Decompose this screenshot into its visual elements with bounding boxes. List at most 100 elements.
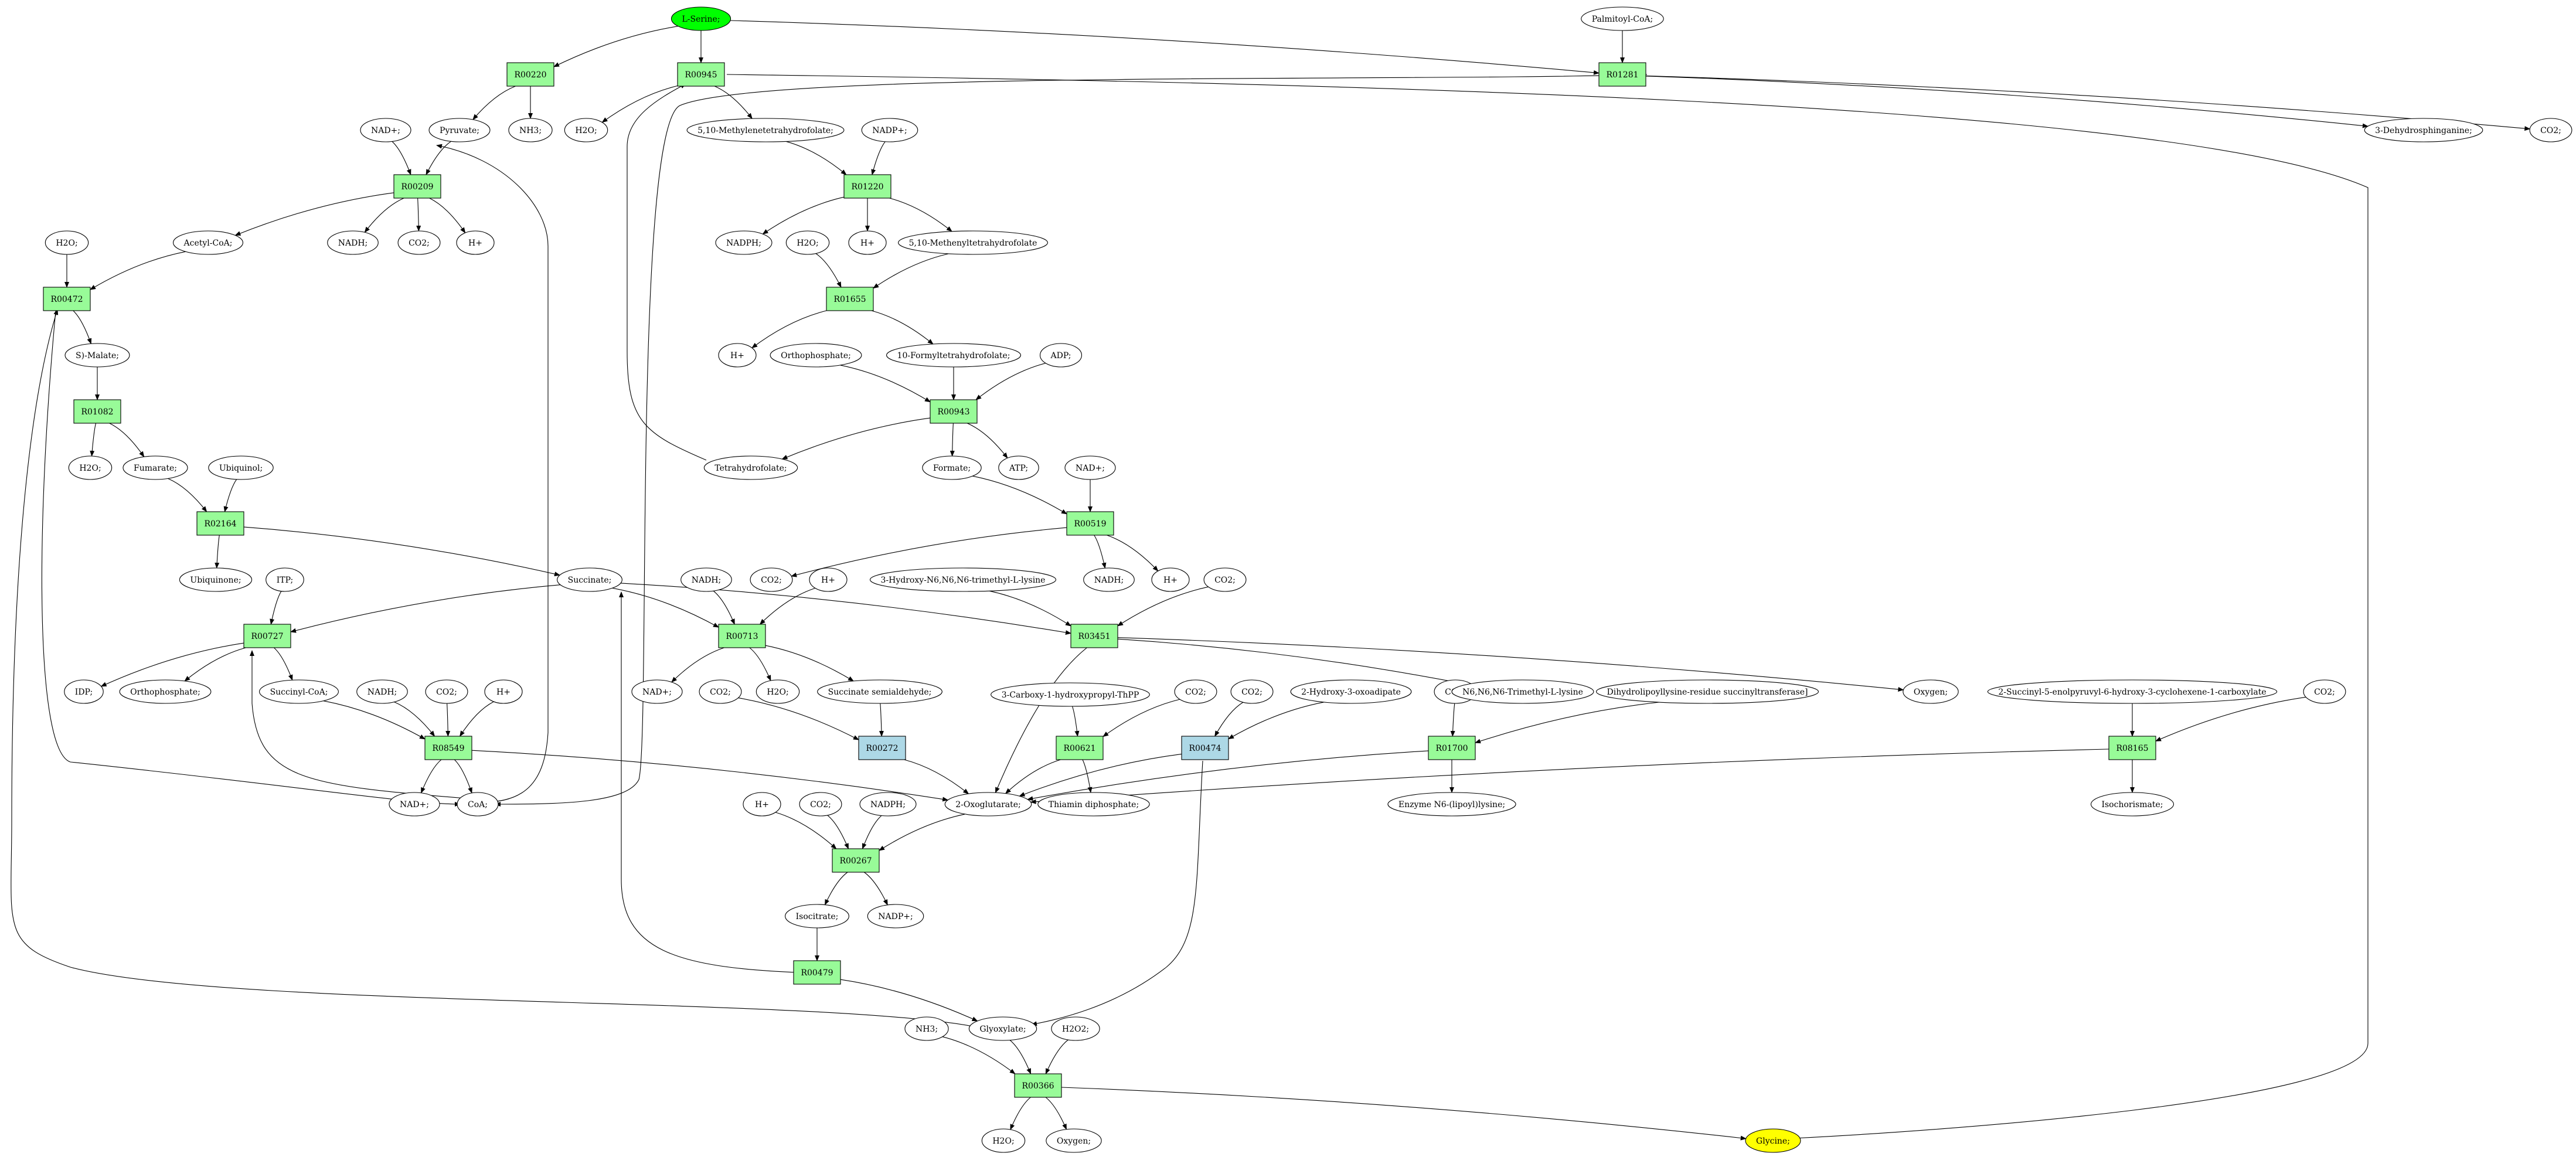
metabolite-ellipse xyxy=(179,567,253,592)
reaction-box xyxy=(243,624,291,648)
node-label: 3-Hydroxy-N6,N6,N6-trimethyl-L-lysine xyxy=(881,576,1046,585)
reaction-box xyxy=(843,174,891,199)
edge-nadph_2-to-r00267 xyxy=(862,815,882,849)
node-label: 3-Carboxy-1-hydroxypropyl-ThPP xyxy=(1002,690,1139,700)
node-co2_1: CO2; xyxy=(397,230,441,255)
node-label: R00519 xyxy=(1074,519,1106,529)
edge-glyoxylate-to-r00472 xyxy=(11,309,976,1028)
node-isochorismate: Isochorismate; xyxy=(2090,792,2175,817)
reaction-box xyxy=(793,960,841,985)
node-label: NH3; xyxy=(519,126,542,135)
edge-r00267-to-nadpplus_2 xyxy=(863,872,888,906)
edge-r00474-to-oxoglutarate xyxy=(1019,753,1182,797)
node-nadh_4: NADH; xyxy=(356,679,408,704)
node-glycine: Glycine; xyxy=(1745,1128,1801,1153)
metabolite-ellipse xyxy=(1174,679,1217,704)
node-hydroxyoxoadipate: 2-Hydroxy-3-oxoadipate xyxy=(1290,679,1412,704)
node-formyltetrahydrofolate: 10-Formyltetrahydrofolate; xyxy=(886,343,1022,368)
metabolite-ellipse xyxy=(1046,1128,1102,1153)
node-nadplus_1: NAD+; xyxy=(360,118,411,142)
metabolite-ellipse xyxy=(904,1016,949,1041)
metabolite-ellipse xyxy=(981,1128,1026,1153)
node-nadplus_3: NAD+; xyxy=(631,679,683,704)
metabolite-ellipse xyxy=(922,455,982,480)
node-label: R00474 xyxy=(1189,744,1221,753)
node-succinate: Succinate; xyxy=(557,567,622,592)
node-nh3_2: NH3; xyxy=(904,1016,949,1041)
reaction-box xyxy=(826,287,874,311)
node-nadplus_2: NAD+; xyxy=(1064,455,1116,480)
node-label: CO2; xyxy=(710,688,731,697)
node-co2_3: CO2; xyxy=(1203,567,1247,592)
metabolite-ellipse xyxy=(259,679,339,704)
metabolite-ellipse xyxy=(1064,455,1116,480)
edge-r00945-to-methylenetetrahydrofolate xyxy=(714,86,753,120)
node-r00366: R00366 xyxy=(1014,1073,1062,1098)
edge-r03451-to-oxygen_1 xyxy=(1117,637,1904,692)
node-r01082: R01082 xyxy=(73,399,121,424)
node-co2_5: CO2; xyxy=(1174,679,1217,704)
node-nadh_1: NADH; xyxy=(327,230,379,255)
edge-nadplus_1-to-r00209 xyxy=(392,141,411,175)
edge-acetylcoa-to-r00472 xyxy=(90,251,186,290)
node-r00519: R00519 xyxy=(1066,511,1114,536)
metabolite-ellipse xyxy=(770,343,862,368)
edge-r01700-to-oxoglutarate xyxy=(1027,750,1429,801)
node-label: CO2; xyxy=(761,576,782,585)
edge-r00366-to-glycine xyxy=(1061,1087,1747,1141)
metabolite-ellipse xyxy=(785,904,849,928)
node-label: 2-Succinyl-5-enolpyruvyl-6-hydroxy-3-cyc… xyxy=(1998,688,2266,697)
edge-co2_3-to-r03451 xyxy=(1117,586,1209,627)
edge-r01281-to-co2_top xyxy=(1645,75,2531,131)
node-label: ATP; xyxy=(1009,464,1028,473)
node-label: NADP+; xyxy=(872,126,907,135)
edge-r00479-to-succinate xyxy=(619,591,798,973)
metabolite-ellipse xyxy=(631,679,683,704)
node-r00209: R00209 xyxy=(393,174,441,199)
node-label: H+ xyxy=(860,239,874,248)
metabolite-ellipse xyxy=(998,455,1039,480)
reaction-box xyxy=(424,736,472,760)
edge-r00713-to-succinatesemialdehyde xyxy=(765,645,854,682)
node-label: Ubiquinone; xyxy=(190,576,241,585)
node-label: Oxygen; xyxy=(1914,688,1948,697)
edge-succinate-to-r03451 xyxy=(620,583,1071,635)
node-label: R02164 xyxy=(204,519,236,529)
edge-r00209-to-hplus_1 xyxy=(429,198,466,234)
node-label: Orthophosphate; xyxy=(130,688,200,697)
reaction-box xyxy=(832,848,880,873)
node-dihydrolipoyllysine: Dihydrolipoyllysine-residue succinyltran… xyxy=(1595,679,1819,704)
metabolite-ellipse xyxy=(944,792,1032,817)
node-label: R00943 xyxy=(937,407,969,417)
metabolite-ellipse xyxy=(428,118,491,142)
reaction-box xyxy=(1070,624,1118,648)
node-label: CO2; xyxy=(1241,688,1263,697)
metabolite-ellipse xyxy=(172,230,244,255)
node-label: R00209 xyxy=(401,182,433,192)
metabolite-ellipse xyxy=(266,567,304,592)
metabolite-ellipse xyxy=(809,567,848,592)
node-nadpplus_1: NADP+; xyxy=(861,118,918,142)
reaction-box xyxy=(858,736,906,760)
metabolite-ellipse xyxy=(2303,679,2346,704)
node-nadh_3: NADH; xyxy=(1083,567,1135,592)
edge-co2_7-to-r01700 xyxy=(1450,703,1455,737)
edge-co2_10-to-r00267 xyxy=(827,815,849,849)
reaction-box xyxy=(930,399,978,424)
edge-co2_4-to-r00272 xyxy=(738,698,859,740)
edge-nh3_2-to-r00366 xyxy=(942,1036,1016,1074)
metabolite-ellipse xyxy=(867,904,924,928)
edge-hydroxytrimethyllysine-to-r03451 xyxy=(989,590,1071,627)
node-label: NADP+; xyxy=(878,912,913,921)
node-label: NAD+; xyxy=(642,688,672,697)
metabolite-ellipse xyxy=(785,230,830,255)
edge-r00713-to-h2o_5 xyxy=(749,647,771,682)
node-acetylcoa: Acetyl-CoA; xyxy=(172,230,244,255)
node-label: H+ xyxy=(821,576,835,585)
metabolite-ellipse xyxy=(119,679,212,704)
node-label: ADP; xyxy=(1050,351,1071,360)
node-r01281: R01281 xyxy=(1598,62,1646,87)
node-nadplus_4: NAD+; xyxy=(389,792,440,817)
node-label: R01655 xyxy=(833,295,866,304)
node-hplus_3: H+ xyxy=(718,343,757,368)
